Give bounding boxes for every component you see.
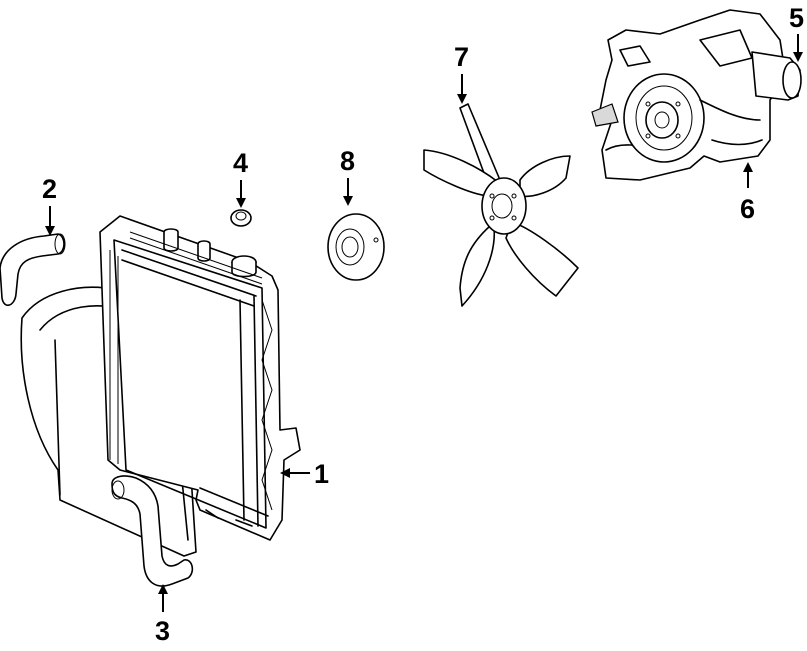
callout-7: 7 <box>454 42 469 72</box>
callout-4: 4 <box>233 148 248 178</box>
radiator <box>99 215 301 541</box>
fan-clutch <box>327 213 385 281</box>
radiator-cap-seal <box>230 209 252 227</box>
callout-8: 8 <box>340 146 355 176</box>
callout-2: 2 <box>42 174 57 204</box>
callout-arrows <box>45 34 803 612</box>
callout-3: 3 <box>155 616 170 646</box>
thermostat-housing <box>751 51 802 101</box>
callout-1: 1 <box>314 459 329 489</box>
callout-6: 6 <box>740 194 755 224</box>
fan-blade <box>423 103 579 307</box>
callout-5: 5 <box>789 3 804 33</box>
upper-radiator-hose <box>0 233 66 306</box>
lower-radiator-hose <box>111 475 194 587</box>
water-pump <box>591 9 787 181</box>
